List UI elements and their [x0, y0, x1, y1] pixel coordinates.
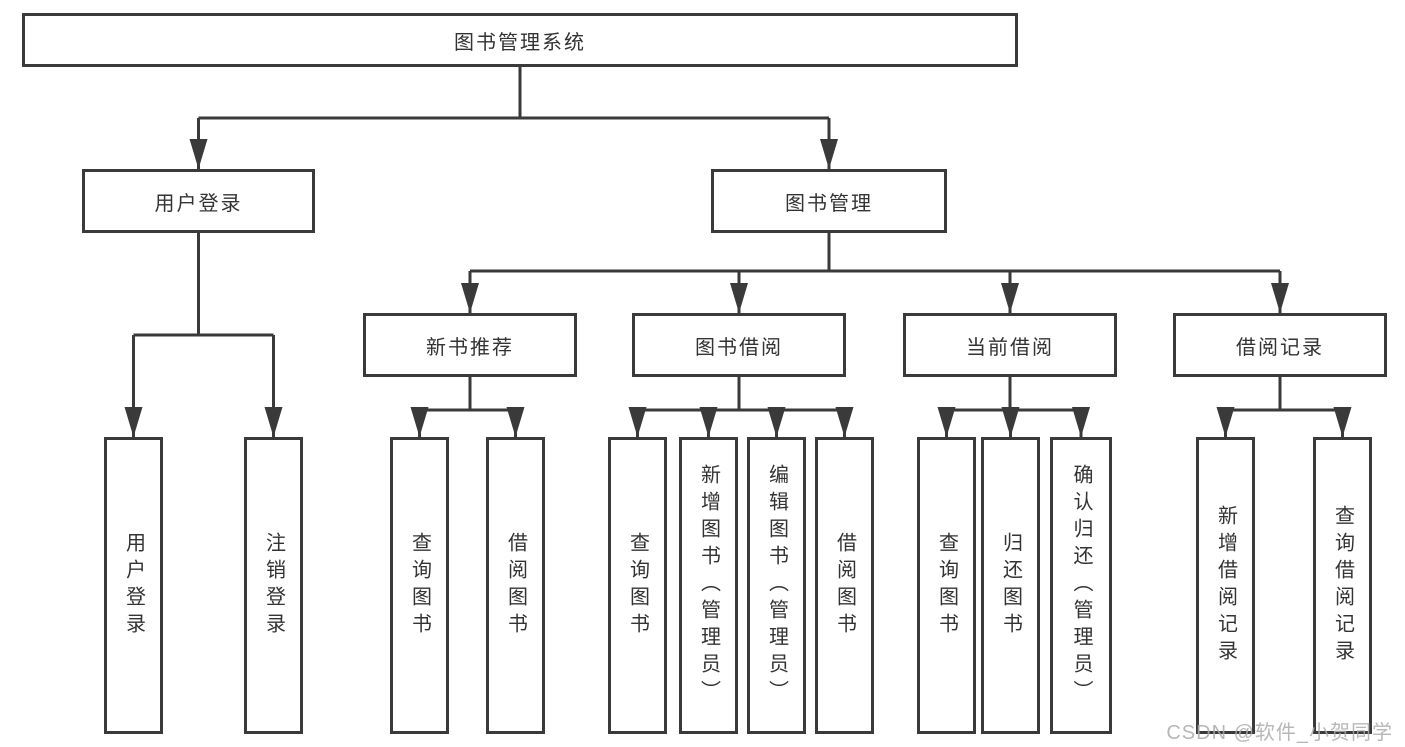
node-label: 借阅图书 — [833, 531, 856, 640]
leaf-query-book-borrow: 查询图书 — [608, 437, 667, 734]
node-root-library-system: 图书管理系统 — [22, 13, 1018, 67]
leaf-borrow-book: 借阅图书 — [815, 437, 874, 734]
node-label: 图书管理系统 — [454, 31, 586, 54]
arrowhead — [1216, 407, 1235, 437]
arrowhead — [835, 407, 854, 437]
node-book-management: 图书管理 — [711, 169, 947, 233]
csdn-watermark: CSDN @软件_小贺同学 — [1166, 722, 1393, 744]
leaf-edit-book-admin: 编辑图书（管理员） — [747, 437, 806, 734]
arrowhead — [264, 407, 283, 437]
leaf-query-book-current: 查询图书 — [917, 437, 976, 734]
leaf-user-login: 用户登录 — [104, 437, 163, 734]
arrowhead — [628, 407, 647, 437]
arrowhead — [461, 283, 479, 313]
leaf-confirm-return-admin: 确认归还（管理员） — [1050, 437, 1112, 734]
node-new-book-recommend: 新书推荐 — [363, 313, 577, 377]
connector-userlogin-to-leaves — [132, 233, 275, 437]
arrowhead — [1001, 283, 1019, 313]
node-label: 借阅图书 — [504, 531, 527, 640]
connector-root-to-level2 — [197, 67, 831, 169]
node-label: 查询图书 — [408, 531, 431, 640]
arrowhead — [189, 139, 208, 169]
connector-borrow-to-leaves — [636, 377, 846, 437]
node-label: 查询图书 — [626, 531, 649, 640]
node-label: 新增图书（管理员） — [697, 464, 720, 707]
node-book-borrow: 图书借阅 — [632, 313, 846, 377]
node-label: 查询借阅记录 — [1331, 504, 1354, 667]
arrowhead — [730, 283, 748, 313]
arrowhead — [1271, 283, 1289, 313]
node-label: 图书管理 — [785, 192, 873, 215]
node-label: 查询图书 — [935, 531, 958, 640]
arrowhead — [124, 407, 143, 437]
arrowhead — [1072, 407, 1090, 437]
node-label: 用户登录 — [154, 192, 243, 215]
node-label: 新增借阅记录 — [1214, 504, 1237, 667]
node-label: 确认归还（管理员） — [1070, 464, 1092, 707]
arrowhead — [937, 407, 956, 437]
node-label: 新书推荐 — [426, 336, 514, 359]
connector-newbook-to-leaves — [418, 377, 517, 437]
node-current-borrow: 当前借阅 — [903, 313, 1117, 377]
leaf-add-borrow-record: 新增借阅记录 — [1196, 437, 1255, 734]
arrowhead — [767, 407, 786, 437]
leaf-borrow-book-recommend: 借阅图书 — [486, 437, 545, 734]
node-label: 当前借阅 — [966, 336, 1054, 359]
node-user-login: 用户登录 — [82, 169, 315, 233]
node-label: 注销登录 — [262, 531, 285, 640]
node-label: 借阅记录 — [1236, 336, 1324, 359]
leaf-return-book: 归还图书 — [981, 437, 1040, 734]
leaf-add-book-admin: 新增图书（管理员） — [679, 437, 738, 734]
arrowhead — [506, 407, 525, 437]
node-label: 用户登录 — [122, 531, 145, 640]
arrowhead — [699, 407, 718, 437]
arrowhead — [820, 139, 838, 169]
connector-records-to-leaves — [1224, 377, 1344, 437]
node-borrow-records: 借阅记录 — [1173, 313, 1387, 377]
arrowhead — [1001, 407, 1020, 437]
leaf-query-borrow-record: 查询借阅记录 — [1313, 437, 1372, 734]
node-label: 编辑图书（管理员） — [765, 464, 788, 707]
arrowhead — [1333, 407, 1352, 437]
connector-bookmgmt-to-level3 — [468, 233, 1282, 313]
arrowhead — [410, 407, 429, 437]
leaf-query-book-recommend: 查询图书 — [390, 437, 449, 734]
node-label: 归还图书 — [999, 531, 1022, 640]
node-label: 图书借阅 — [695, 336, 783, 359]
leaf-logout: 注销登录 — [244, 437, 303, 734]
